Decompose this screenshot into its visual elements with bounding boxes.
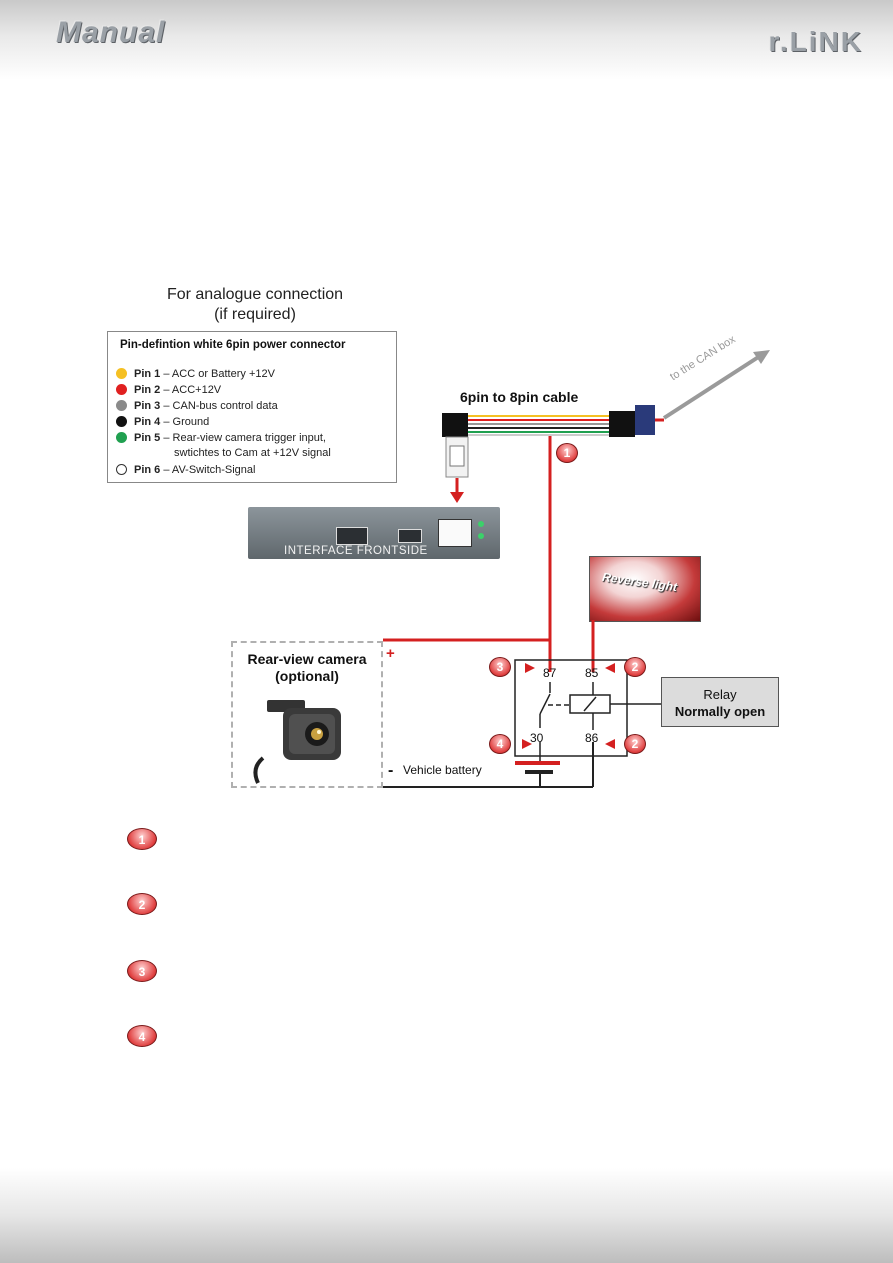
power-connector-socket xyxy=(438,519,472,547)
pin-row-4: Pin 4 – Ground xyxy=(116,415,209,429)
can-box-label: to the CAN box xyxy=(668,333,738,384)
terminal-85: 85 xyxy=(585,666,599,680)
camera-title: Rear-view camera (optional) xyxy=(247,651,367,684)
marker-2-top: 2 xyxy=(624,657,646,677)
black-dot-icon xyxy=(116,416,127,427)
diagram-subheading: (if required) xyxy=(214,306,296,323)
interface-label: INTERFACE FRONTSIDE xyxy=(284,545,428,557)
list-marker-3: 3 xyxy=(127,960,157,982)
interface-device: INTERFACE FRONTSIDE xyxy=(248,507,500,559)
pin-row-5: Pin 5 – Rear-view camera trigger input, xyxy=(116,431,326,445)
pin-row-2: Pin 2 – ACC+12V xyxy=(116,383,221,397)
vehicle-battery-label: Vehicle battery xyxy=(403,763,482,777)
list-marker-4: 4 xyxy=(127,1025,157,1047)
white-dot-icon xyxy=(116,464,127,475)
marker-1: 1 xyxy=(556,443,578,463)
terminal-86: 86 xyxy=(585,731,599,745)
terminal-30: 30 xyxy=(530,731,544,745)
marker-4: 4 xyxy=(489,734,511,754)
relay-label-box: Relay Normally open xyxy=(661,677,779,727)
pin-row-1: Pin 1 – ACC or Battery +12V xyxy=(116,367,275,381)
green-dot-icon xyxy=(116,432,127,443)
list-marker-1: 1 xyxy=(127,828,157,850)
plus-sign: + xyxy=(386,645,395,662)
pin-definition-box: Pin-defintion white 6pin power connector… xyxy=(107,331,397,483)
camera-icon xyxy=(253,700,341,784)
yellow-dot-icon xyxy=(116,368,127,379)
port-left xyxy=(336,527,368,545)
marker-2-bottom: 2 xyxy=(624,734,646,754)
marker-3: 3 xyxy=(489,657,511,677)
manual-logo: Manual xyxy=(56,16,166,49)
pin-row-6: Pin 6 – AV-Switch-Signal xyxy=(116,463,255,477)
list-marker-2: 2 xyxy=(127,893,157,915)
port-mid xyxy=(398,529,422,543)
diagram-heading: For analogue connection xyxy=(166,286,344,303)
minus-sign: - xyxy=(388,762,394,779)
reverse-light-label: Reverse light xyxy=(601,569,678,595)
gray-dot-icon xyxy=(116,400,127,411)
led-icon xyxy=(478,521,484,527)
pin-row-3: Pin 3 – CAN-bus control data xyxy=(116,399,278,413)
page-footer xyxy=(0,1168,893,1263)
led-icon xyxy=(478,533,484,539)
pin-definition-title: Pin-defintion white 6pin power connector xyxy=(120,339,346,351)
cable-6pin-8pin xyxy=(442,405,664,478)
cable-label: 6pin to 8pin cable xyxy=(460,389,579,405)
rear-view-camera-box: Rear-view camera (optional) xyxy=(231,641,383,788)
rlink-logo: r.LiNK xyxy=(768,26,863,57)
reverse-light-photo: Reverse light xyxy=(589,556,701,622)
pin-row-5-continued: swtichtes to Cam at +12V signal xyxy=(174,447,331,459)
terminal-87: 87 xyxy=(543,666,557,680)
page-header: Manual r.LiNK xyxy=(0,0,893,80)
red-dot-icon xyxy=(116,384,127,395)
